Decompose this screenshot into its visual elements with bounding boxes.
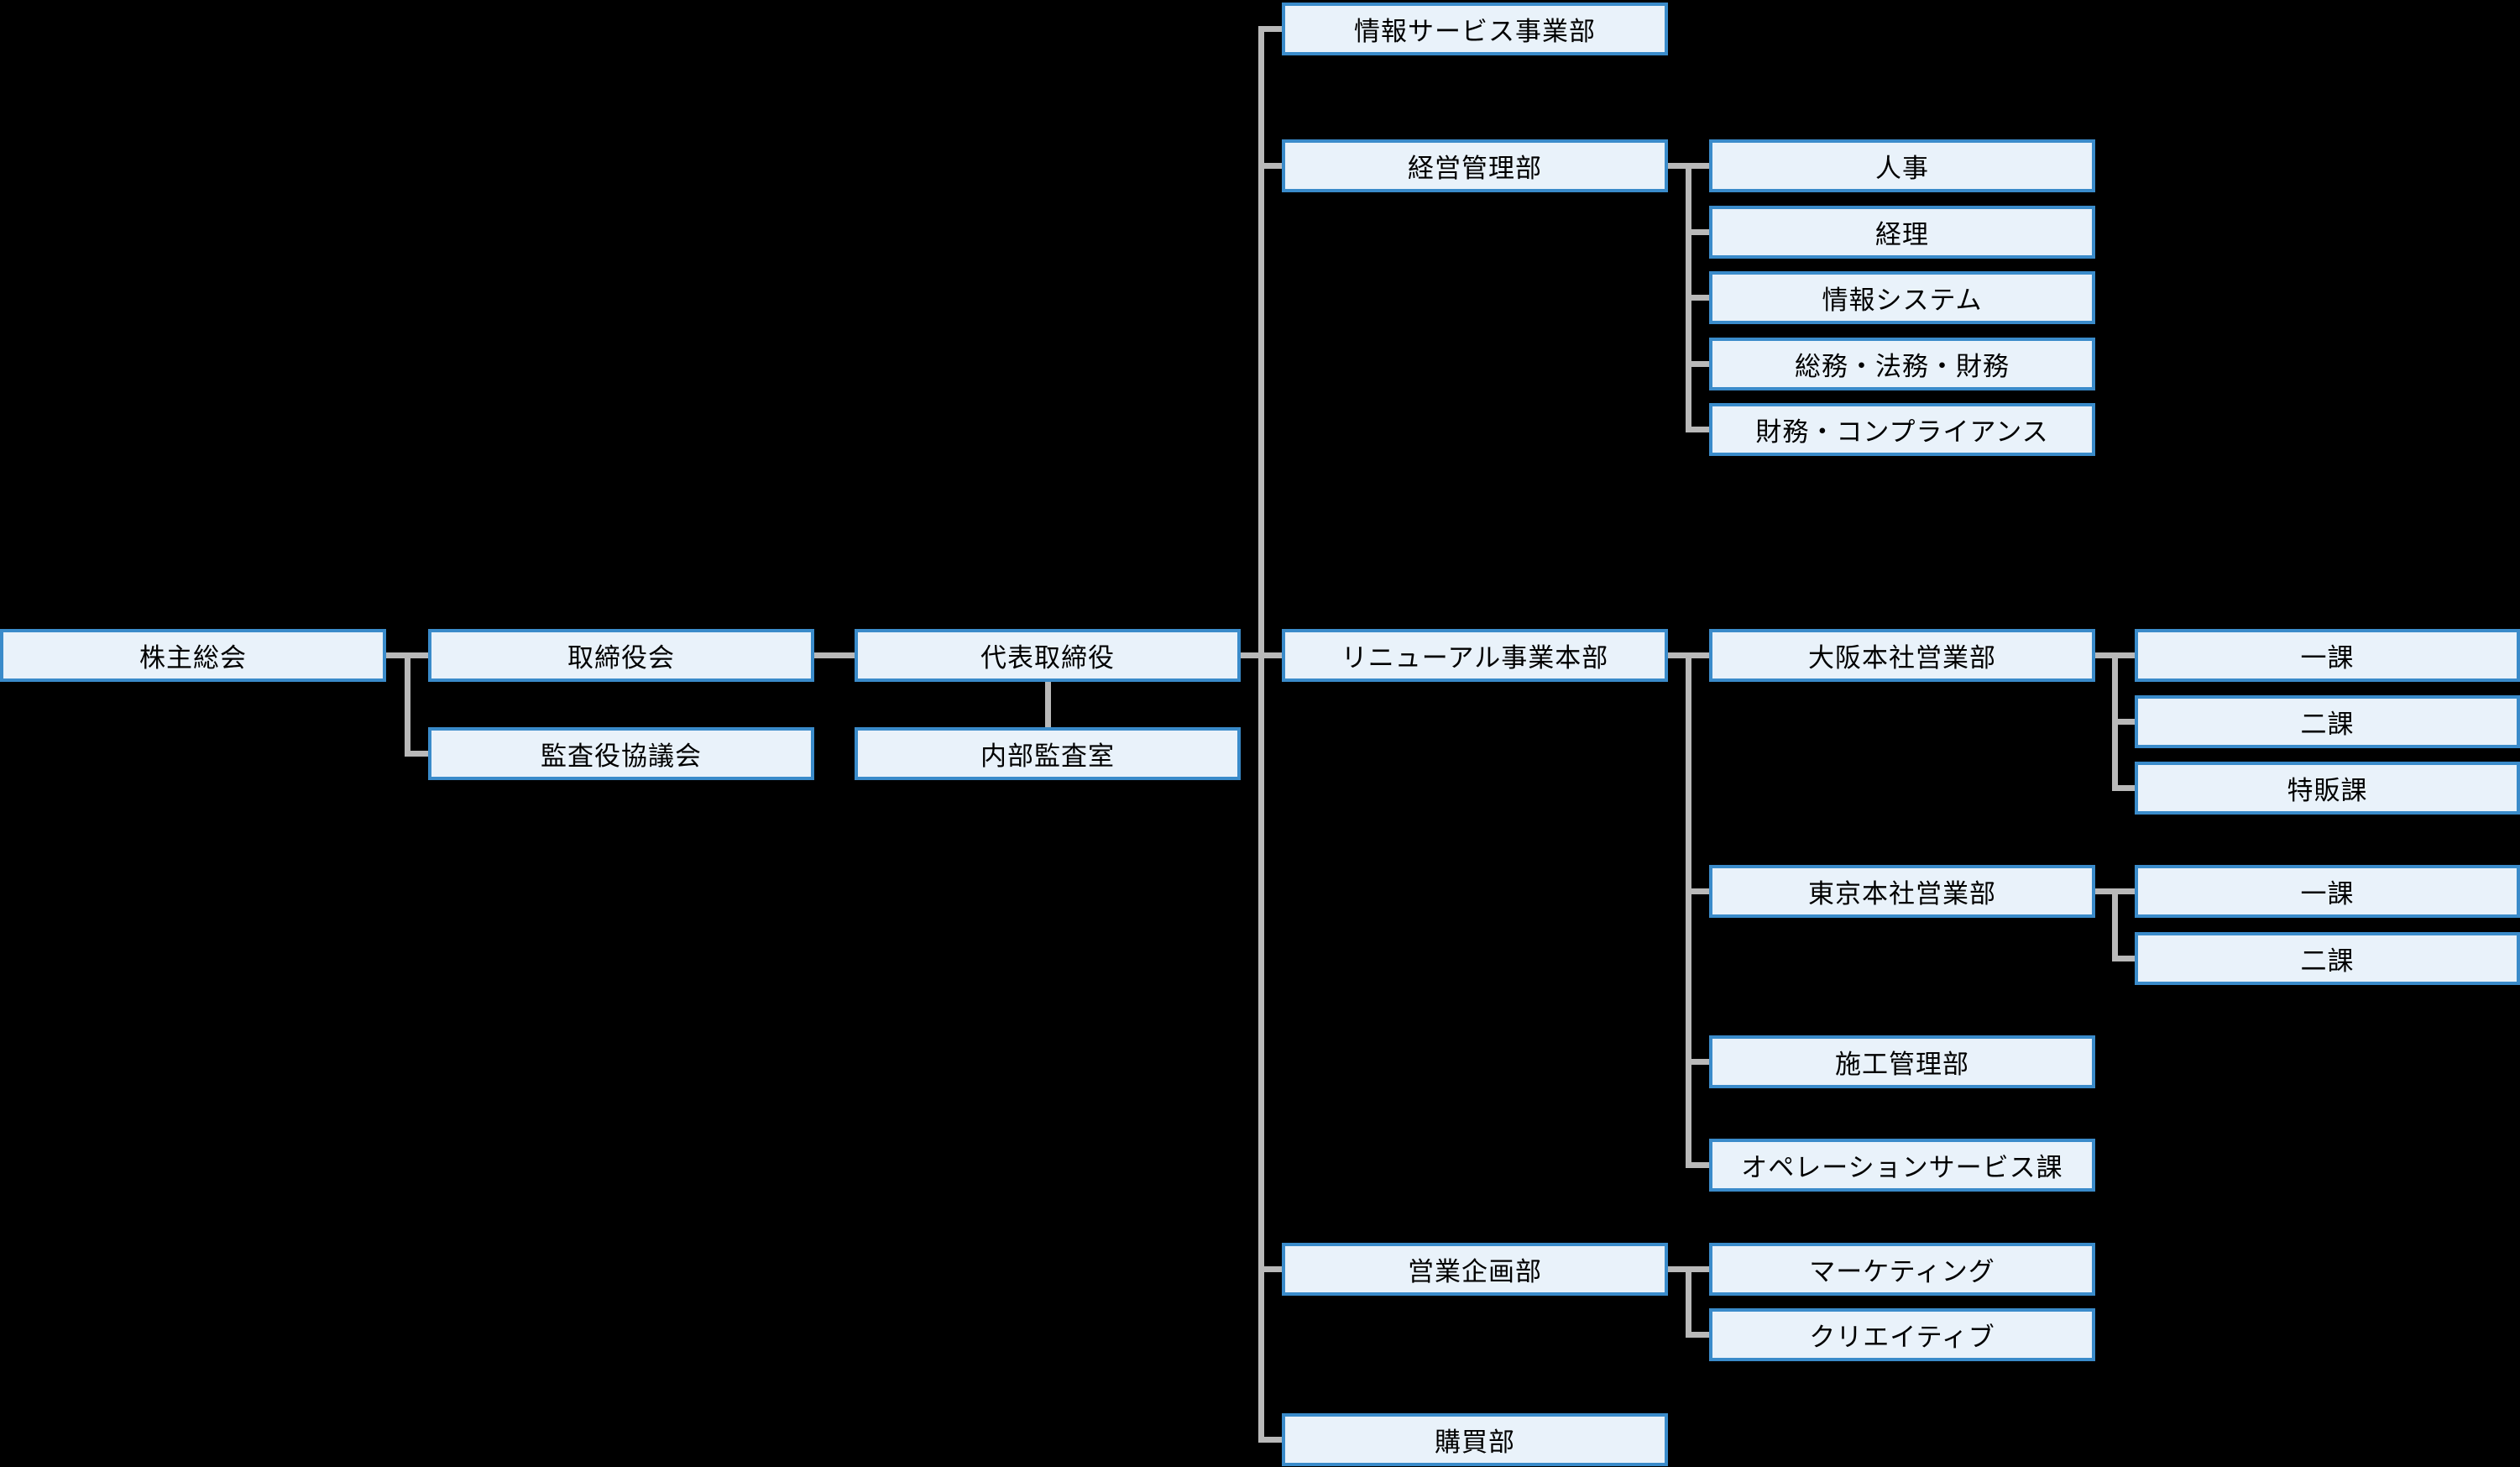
org-box-representative-director: 代表取締役 <box>855 629 1241 682</box>
edge-representative-internal-audit-v <box>1045 682 1051 727</box>
tokyo-subtrunk-v <box>2112 888 2118 961</box>
org-box-label: 経営管理部 <box>1408 154 1542 183</box>
org-box-label: 代表取締役 <box>980 643 1115 673</box>
org-box-creative: クリエイティブ <box>1709 1308 2095 1361</box>
org-box-management-admin: 経営管理部 <box>1282 139 1668 192</box>
org-box-label: 内部監査室 <box>980 741 1115 771</box>
org-box-tokyo-sales: 東京本社営業部 <box>1709 865 2095 918</box>
sales-planning-subtrunk-v <box>1686 1266 1691 1338</box>
org-box-osaka-section-1: 一課 <box>2135 629 2520 682</box>
org-box-construction-mgmt: 施工管理部 <box>1709 1035 2095 1088</box>
org-box-purchasing: 購買部 <box>1282 1413 1668 1466</box>
stub-creative-h <box>1686 1332 1709 1338</box>
org-box-info-systems: 情報システム <box>1709 271 2095 324</box>
org-box-label: 二課 <box>2300 710 2355 739</box>
org-box-label: オペレーションサービス課 <box>1741 1153 2063 1182</box>
org-box-label: 二課 <box>2300 946 2355 976</box>
org-box-label: 総務・法務・財務 <box>1795 352 2010 381</box>
org-box-label: 情報サービス事業部 <box>1354 17 1596 46</box>
org-box-label: 財務・コンプライアンス <box>1755 417 2049 447</box>
renewal-subtrunk-v <box>1686 652 1691 1168</box>
org-box-label: リニューアル事業本部 <box>1341 643 1609 673</box>
stub-general-legal-finance-h <box>1686 361 1709 367</box>
stub-osaka-section2-h <box>2112 719 2135 725</box>
edge-auditors-stub-h <box>405 751 428 757</box>
org-box-osaka-special-sales: 特販課 <box>2135 762 2520 815</box>
org-box-label: 一課 <box>2300 643 2355 673</box>
trunk-main-v <box>1258 26 1264 1443</box>
org-box-sales-planning: 営業企画部 <box>1282 1243 1668 1296</box>
org-box-label: 営業企画部 <box>1408 1257 1542 1286</box>
org-box-board: 取締役会 <box>428 629 814 682</box>
trunk-top-bend-info-service-h <box>1258 26 1282 32</box>
org-box-operation-service: オペレーションサービス課 <box>1709 1139 2095 1192</box>
org-box-osaka-sales: 大阪本社営業部 <box>1709 629 2095 682</box>
org-box-finance-compliance: 財務・コンプライアンス <box>1709 403 2095 456</box>
org-box-hr: 人事 <box>1709 139 2095 192</box>
org-box-general-legal-finance: 総務・法務・財務 <box>1709 338 2095 390</box>
org-box-auditors-council: 監査役協議会 <box>428 727 814 780</box>
org-box-label: 大阪本社営業部 <box>1808 643 1996 673</box>
trunk-bottom-bend-purchasing-h <box>1258 1437 1282 1443</box>
org-box-label: 株主総会 <box>139 643 247 673</box>
org-box-label: 東京本社営業部 <box>1808 879 1996 909</box>
edge-board-representative-h <box>814 652 855 658</box>
org-box-osaka-section-2: 二課 <box>2135 695 2520 748</box>
stub-info-systems-h <box>1686 295 1709 301</box>
org-box-shareholders: 株主総会 <box>0 629 386 682</box>
org-box-renewal-hq: リニューアル事業本部 <box>1282 629 1668 682</box>
org-box-label: 監査役協議会 <box>541 741 702 771</box>
org-box-label: 取締役会 <box>567 643 675 673</box>
org-box-tokyo-section-1: 一課 <box>2135 865 2520 918</box>
org-box-label: 人事 <box>1875 154 1929 183</box>
edge-auditors-drop-v <box>405 652 410 757</box>
org-box-label: 購買部 <box>1435 1428 1515 1457</box>
org-box-label: 特販課 <box>2287 776 2368 805</box>
trunk-sales-planning-stub-h <box>1264 1266 1282 1272</box>
stub-tokyo-sales-h <box>1686 888 1709 894</box>
org-box-marketing: マーケティング <box>1709 1243 2095 1296</box>
stub-finance-compliance-h <box>1686 427 1709 432</box>
stub-tokyo-section2-h <box>2112 956 2135 961</box>
stub-operation-service-h <box>1686 1162 1709 1168</box>
stub-osaka-special-sales-h <box>2112 785 2135 791</box>
stub-accounting-h <box>1686 229 1709 235</box>
org-box-label: マーケティング <box>1809 1257 1995 1286</box>
org-box-info-service-div: 情報サービス事業部 <box>1282 3 1668 55</box>
org-box-label: 情報システム <box>1822 286 1983 315</box>
org-box-label: 一課 <box>2300 879 2355 909</box>
org-box-label: 経理 <box>1875 220 1929 249</box>
org-box-tokyo-section-2: 二課 <box>2135 932 2520 985</box>
org-box-internal-audit: 内部監査室 <box>855 727 1241 780</box>
stub-construction-h <box>1686 1059 1709 1065</box>
org-box-label: クリエイティブ <box>1809 1323 1995 1352</box>
org-box-accounting: 経理 <box>1709 206 2095 259</box>
trunk-management-stub-h <box>1264 163 1282 169</box>
org-box-label: 施工管理部 <box>1835 1050 1969 1079</box>
